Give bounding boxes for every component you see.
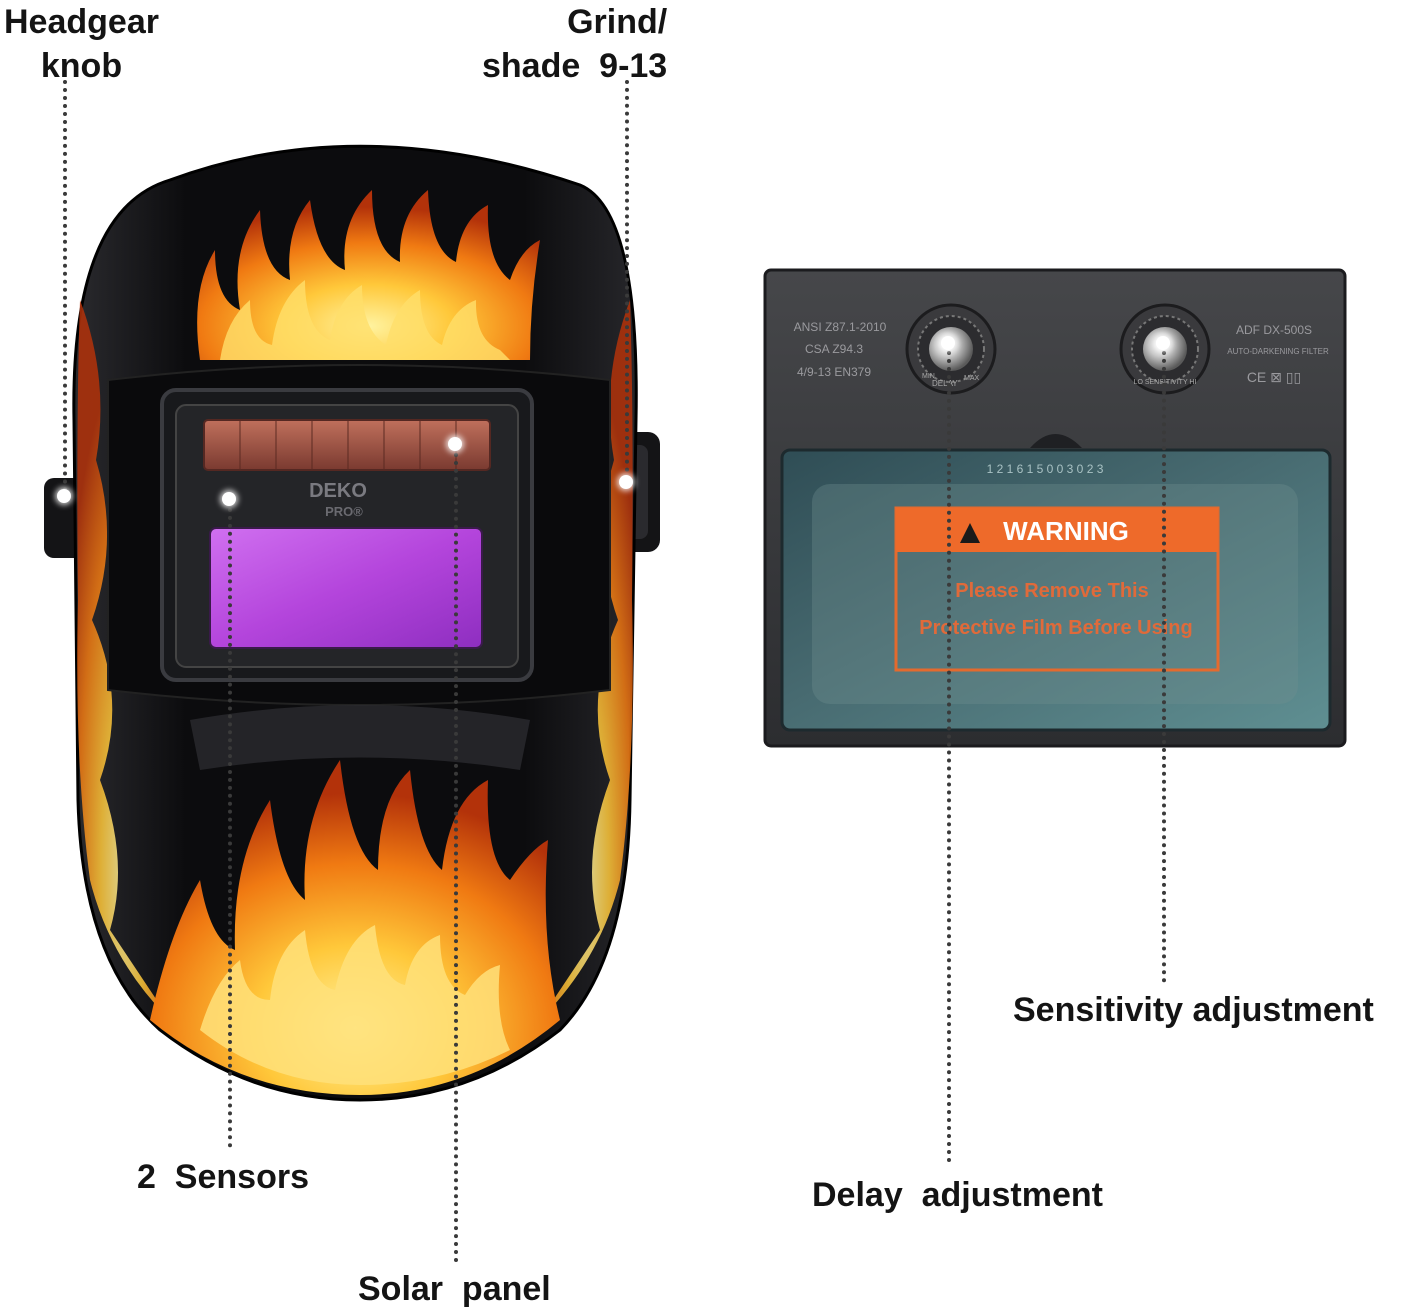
callout-two-sensors: 2 Sensors: [137, 1158, 309, 1196]
leader-grind-shade: [625, 80, 629, 480]
leader-headgear-knob: [63, 80, 67, 492]
pointer-headgear-knob: [57, 489, 71, 503]
standards-line-3: 4/9-13 EN379: [797, 365, 871, 379]
delay-knob-min: MIN: [922, 373, 935, 380]
serial-number: 1 2 1 6 1 5 0 0 3 0 2 3: [987, 462, 1104, 476]
helmet-brand: DEKO: [309, 480, 367, 502]
leader-delay: [947, 343, 951, 1163]
callout-sensitivity-adjustment: Sensitivity adjustment: [1013, 991, 1374, 1029]
filter-model-subtitle: AUTO-DARKENING FILTER: [1227, 347, 1329, 356]
leader-sensitivity: [1162, 343, 1166, 983]
top-flames: [197, 190, 540, 360]
pointer-solar-panel: [448, 437, 462, 451]
warning-line-2: Protective Film Before Using: [919, 617, 1192, 639]
leader-two-sensors: [228, 500, 232, 1148]
auto-darkening-filter: ANSI Z87.1-2010 CSA Z94.3 4/9-13 EN379 A…: [763, 268, 1347, 748]
delay-knob-max: MAX: [964, 375, 980, 382]
standards-line-2: CSA Z94.3: [805, 342, 863, 356]
pointer-sensitivity-knob: [1156, 336, 1170, 350]
pointer-sensor-1: [222, 492, 236, 506]
certification-marks: CE ⊠ ▯▯: [1247, 369, 1301, 385]
pointer-delay-knob: [941, 336, 955, 350]
pointer-grind-shade: [619, 475, 633, 489]
leader-solar-panel: [454, 445, 458, 1263]
helmet-sub-brand: PRO®: [325, 504, 363, 519]
callout-delay-adjustment: Delay adjustment: [812, 1176, 1103, 1214]
filter-model: ADF DX-500S: [1236, 323, 1312, 337]
callout-headgear-knob: Headgear knob: [4, 3, 159, 85]
standards-line-1: ANSI Z87.1-2010: [794, 320, 887, 334]
auto-darkening-lens: [209, 527, 483, 649]
welding-helmet: [44, 144, 660, 1102]
warning-title: WARNING: [1003, 516, 1129, 546]
warning-line-1: Please Remove This: [955, 580, 1148, 602]
callout-grind-shade: Grind/ shade 9-13: [482, 3, 668, 85]
delay-knob-name: DELAY: [932, 379, 958, 388]
callout-solar-panel: Solar panel: [358, 1270, 551, 1308]
